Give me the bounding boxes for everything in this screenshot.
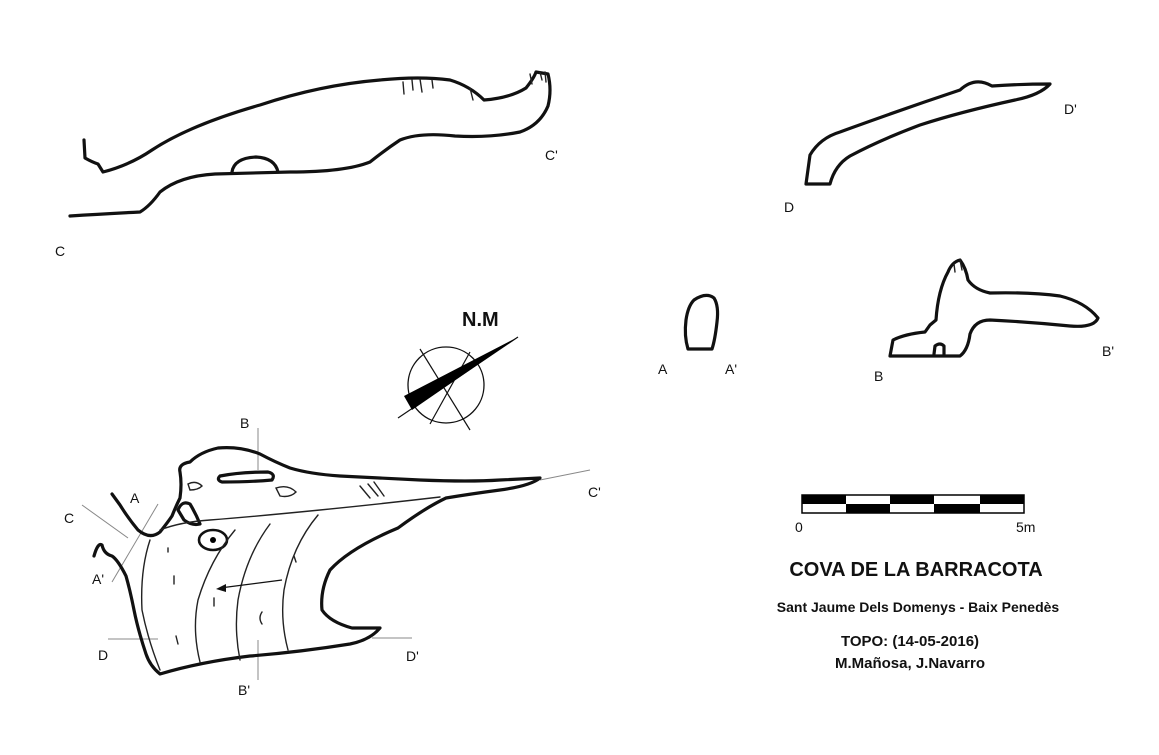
scale-seg-1 [802,495,846,504]
plan-contour-4 [281,514,319,651]
section-b-b-stalactites [953,259,963,273]
label-a-section: A [658,361,668,377]
compass-line-2 [429,351,471,425]
survey-topo-date: TOPO: (14-05-2016) [841,633,979,650]
scale-bar: 0 5m [795,494,1035,535]
label-a-prime-section: A' [725,361,737,377]
label-b-plan: B [240,415,249,431]
label-c-prime-profile: C' [545,147,558,163]
plan-contour-5 [141,539,161,671]
label-b-prime-section: B' [1102,343,1114,359]
scale-seg-4 [934,504,980,513]
title-block: COVA DE LA BARRACOTA Sant Jaume Dels Dom… [777,559,1060,672]
scale-seg-2 [846,504,890,513]
label-a-prime-plan: A' [92,571,104,587]
plan-pillar-4 [275,485,297,498]
slope-arrow-icon [216,584,226,592]
plan-contour-6 [359,481,385,499]
plan-shaft-dot [210,537,216,543]
plan-pillar-2 [176,501,202,527]
plan-contour-3 [235,523,271,661]
profile-c-c-cavity [230,155,280,174]
north-compass: N.M [397,309,519,431]
label-c-plan: C [64,510,74,526]
section-a-a: A A' [658,293,737,377]
profile-c-c-ceiling [68,70,552,218]
north-label: N.M [462,309,499,331]
label-d-prime-plan: D' [406,648,419,664]
survey-authors: M.Mañosa, J.Navarro [835,655,985,672]
label-b-section: B [874,368,883,384]
label-a-plan: A [130,490,140,506]
section-b-b-outline [888,258,1100,358]
section-line-a [111,503,159,583]
survey-title: COVA DE LA BARRACOTA [789,559,1042,581]
label-c-prime-plan: C' [588,484,601,500]
label-d-prime-section: D' [1064,101,1077,117]
scale-start-label: 0 [795,519,803,535]
section-line-c-right [539,469,591,481]
plan-view: B B' A A' C C' D D' [64,415,601,698]
profile-c-c-stalactites [402,71,547,101]
section-b-b-niche [932,342,946,356]
scale-seg-3 [890,495,934,504]
section-d-d-outline [804,80,1052,186]
plan-pillar-3 [187,481,203,491]
label-c-profile: C [55,243,65,259]
compass-circle [407,346,485,424]
label-d-plan: D [98,647,108,663]
north-arrow-icon [404,337,518,410]
label-b-prime-plan: B' [238,682,250,698]
plan-contour-2 [194,529,236,663]
scale-seg-5 [980,495,1024,504]
profile-c-c: C C' [55,70,558,259]
section-line-c-left [81,504,129,539]
section-b-b: B B' [874,258,1114,384]
plan-marks [167,547,297,645]
plan-outline [92,446,542,676]
slope-arrow-line [219,579,283,589]
scale-end-label: 5m [1016,519,1035,535]
plan-pillar-1 [216,470,275,484]
section-d-d: D D' [784,80,1077,215]
label-d-section: D [784,199,794,215]
plan-contour-1 [159,496,441,531]
section-a-a-outline [683,293,720,351]
survey-location: Sant Jaume Dels Domenys - Baix Penedès [777,599,1060,615]
compass-line-1 [419,348,471,431]
